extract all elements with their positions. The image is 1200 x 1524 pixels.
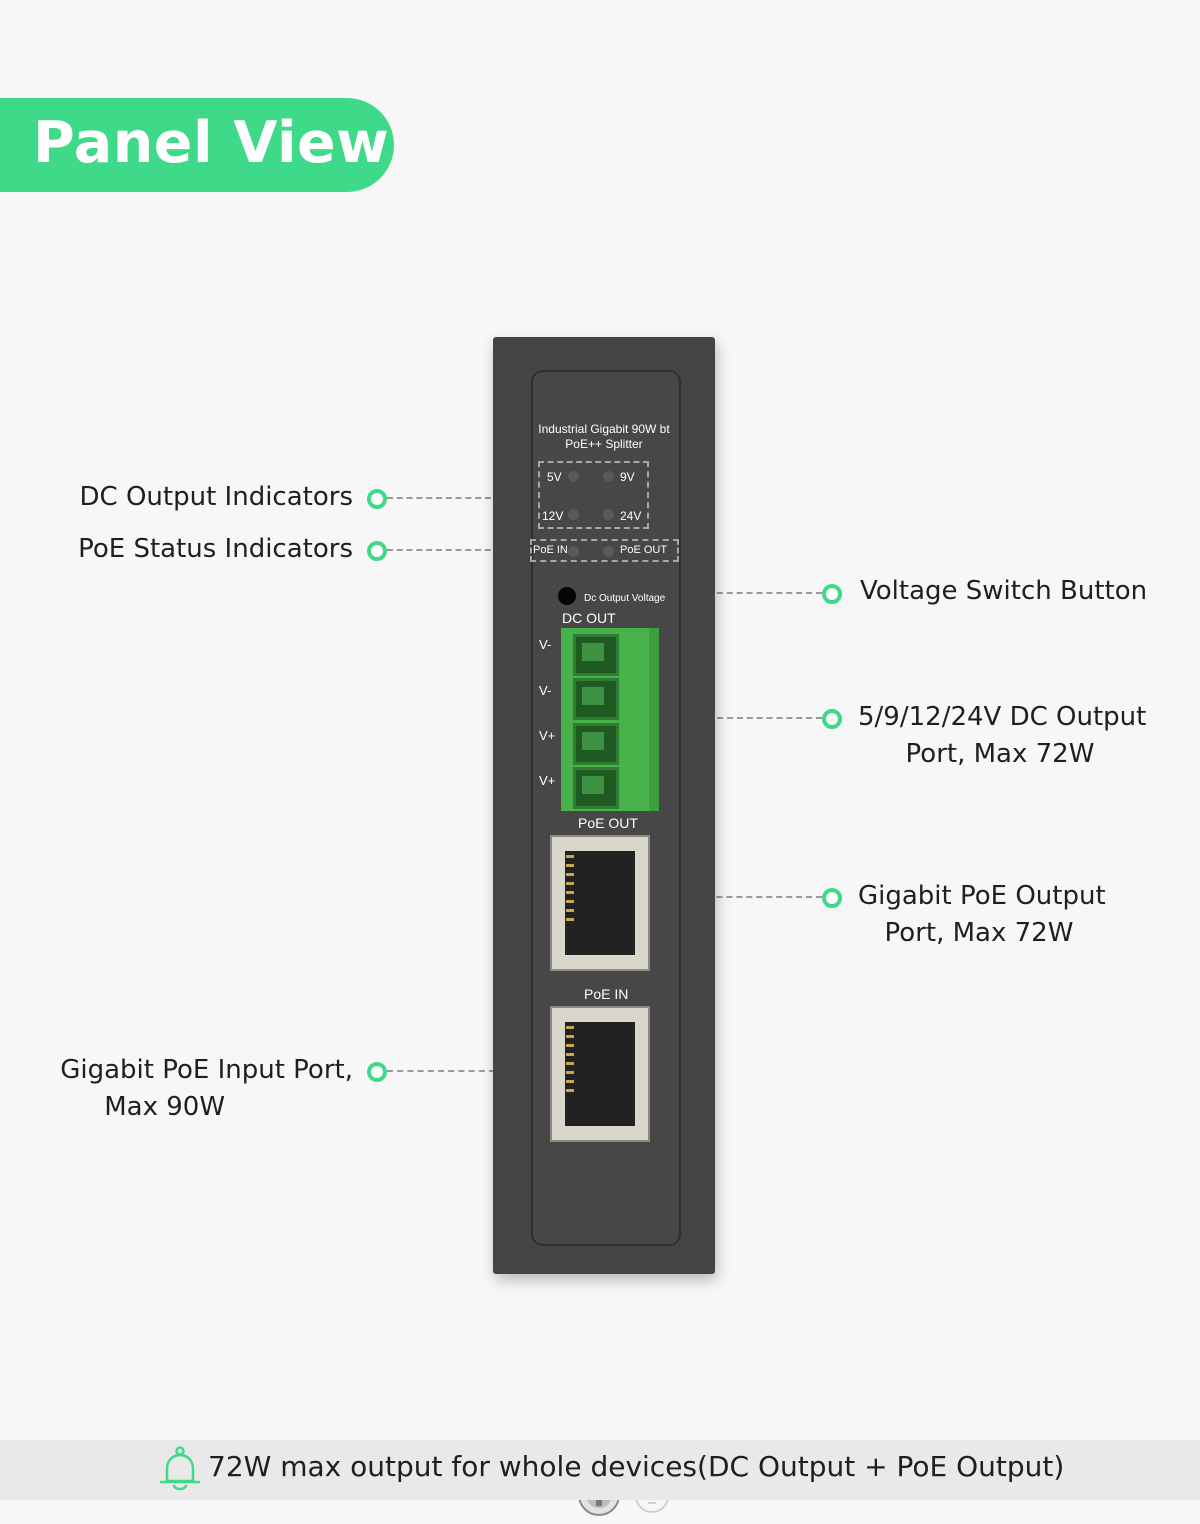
- terminal-edge: [649, 628, 659, 811]
- callout-dc-output-line1: 5/9/12/24V DC Output: [858, 702, 1147, 732]
- poe-output-port[interactable]: [550, 835, 650, 971]
- leader-line-dc-output: [648, 717, 822, 719]
- led-poe-out: [603, 546, 614, 557]
- led-24v: [603, 509, 614, 520]
- callout-dot-poe-input: [367, 1062, 387, 1082]
- leader-line-dc-indicators: [387, 497, 540, 499]
- callout-poe-input-port: Gigabit PoE Input Port, Max 90W: [60, 1052, 353, 1126]
- callout-dot-dc-output: [822, 709, 842, 729]
- poe-input-port[interactable]: [550, 1006, 650, 1142]
- device-model-line1: Industrial Gigabit 90W bt: [538, 422, 670, 436]
- pin-label-3: V+: [539, 728, 556, 743]
- led-label-poe-out: PoE OUT: [620, 544, 668, 556]
- voltage-switch-label: Dc Output Voltage: [584, 593, 666, 604]
- device-model-line2: PoE++ Splitter: [565, 437, 643, 451]
- pin-label-4: V+: [539, 773, 556, 788]
- callout-poe-status-indicators-text: PoE Status Indicators: [78, 534, 353, 564]
- led-label-poe-in: PoE IN: [533, 544, 568, 556]
- bell-icon: [159, 1446, 201, 1491]
- callout-poe-output-port: Gigabit PoE Output Port, Max 72W: [858, 878, 1106, 952]
- poe-input-port-pins: [566, 1026, 574, 1096]
- callout-poe-output-line2: Port, Max 72W: [884, 918, 1074, 948]
- voltage-switch-button[interactable]: [558, 587, 576, 605]
- led-9v: [603, 471, 614, 482]
- footer-note-text: 72W max output for whole devices(DC Outp…: [208, 1450, 1065, 1483]
- led-label-12v: 12V: [542, 509, 564, 523]
- poe-status-indicator-group: [530, 539, 679, 562]
- terminal-slot-3[interactable]: [573, 723, 619, 765]
- led-label-5v: 5V: [547, 470, 562, 484]
- callout-voltage-switch-text: Voltage Switch Button: [860, 576, 1148, 606]
- leader-line-poe-status: [387, 549, 530, 551]
- terminal-slot-2[interactable]: [573, 678, 619, 720]
- poe-in-port-label: PoE IN: [584, 986, 629, 1002]
- callout-dot-dc-indicators: [367, 489, 387, 509]
- poe-output-port-pins: [566, 855, 574, 925]
- callout-poe-status-indicators: PoE Status Indicators: [78, 531, 353, 568]
- callout-dc-output-indicators: DC Output Indicators: [80, 479, 353, 516]
- dc-output-terminal-block[interactable]: [561, 628, 659, 811]
- callout-dc-output-indicators-text: DC Output Indicators: [79, 482, 353, 512]
- led-12v: [568, 509, 579, 520]
- page-title: Panel View: [33, 110, 390, 176]
- poe-input-port-opening: [565, 1022, 635, 1126]
- title-banner: Panel View: [0, 98, 394, 192]
- callout-poe-input-line1: Gigabit PoE Input Port,: [60, 1055, 353, 1085]
- callout-poe-input-line2: Max 90W: [104, 1092, 226, 1122]
- leader-line-poe-input: [387, 1070, 597, 1072]
- poe-splitter-device: Industrial Gigabit 90W bt PoE++ Splitter…: [493, 337, 715, 1516]
- callout-dc-output-line2: Port, Max 72W: [905, 739, 1095, 769]
- device-model-label: Industrial Gigabit 90W bt PoE++ Splitter: [531, 422, 677, 452]
- callout-dc-output-port: 5/9/12/24V DC Output Port, Max 72W: [858, 699, 1147, 773]
- led-label-9v: 9V: [620, 470, 635, 484]
- callout-voltage-switch: Voltage Switch Button: [860, 573, 1147, 610]
- terminal-slot-4[interactable]: [573, 767, 619, 809]
- led-5v: [568, 471, 579, 482]
- led-label-24v: 24V: [620, 509, 642, 523]
- led-poe-in: [568, 546, 579, 557]
- callout-dot-voltage-switch: [822, 584, 842, 604]
- dc-out-label: DC OUT: [562, 610, 616, 626]
- pin-label-1: V-: [539, 637, 552, 652]
- poe-output-port-opening: [565, 851, 635, 955]
- pin-label-2: V-: [539, 683, 552, 698]
- footer-note-bar: 72W max output for whole devices(DC Outp…: [0, 1440, 1200, 1500]
- callout-dot-poe-status: [367, 541, 387, 561]
- dc-indicator-group: [538, 461, 649, 529]
- poe-out-port-label: PoE OUT: [578, 815, 638, 831]
- callout-poe-output-line1: Gigabit PoE Output: [858, 881, 1106, 911]
- terminal-slot-1[interactable]: [573, 634, 619, 676]
- callout-dot-poe-output: [822, 888, 842, 908]
